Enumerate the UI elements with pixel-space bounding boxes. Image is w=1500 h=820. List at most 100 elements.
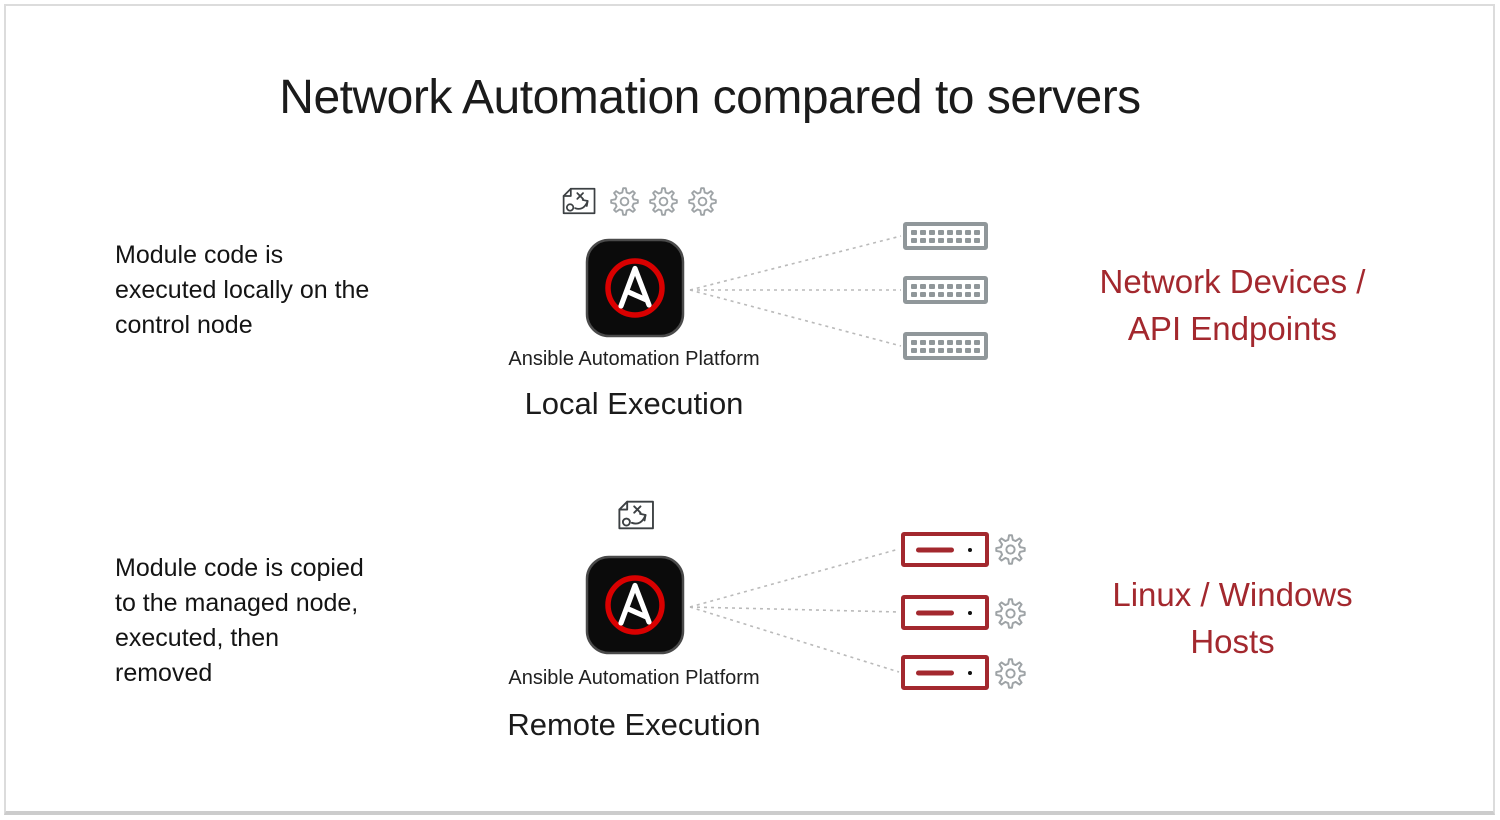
switch-port: [929, 229, 935, 235]
server-slot: [916, 670, 954, 675]
text-line: to the managed node,: [115, 589, 359, 617]
text-line: API Endpoints: [1127, 310, 1338, 347]
text-line: removed: [115, 659, 213, 687]
switch-port: [956, 291, 962, 297]
switch-port: [938, 339, 944, 345]
gear-icon: [649, 186, 678, 216]
text-line: Module code is: [115, 241, 284, 269]
playbook-icon: [618, 500, 654, 530]
switch-port: [920, 339, 926, 345]
switch-port-row: [911, 339, 980, 345]
switch-port: [947, 347, 953, 353]
network-switch-icon: [903, 222, 988, 250]
switch-port: [974, 229, 980, 235]
text-line: Module code is copied: [115, 554, 364, 582]
network-switch-icon: [903, 332, 988, 360]
gear-icon: [995, 658, 1026, 689]
switch-port: [947, 229, 953, 235]
switch-port: [911, 229, 917, 235]
switch-port: [929, 347, 935, 353]
server-led: [968, 670, 972, 675]
ansible-logo: [585, 555, 685, 655]
server-slot: [916, 547, 954, 552]
switch-port: [920, 291, 926, 297]
switch-port: [938, 347, 944, 353]
text-line: executed, then: [115, 624, 280, 652]
gear-icon: [995, 598, 1026, 629]
switch-port: [929, 237, 935, 243]
text-line: Network Devices /: [1099, 263, 1366, 300]
server-slot: [916, 610, 954, 615]
switch-port: [965, 339, 971, 345]
switch-port: [965, 291, 971, 297]
text-line: control node: [115, 311, 253, 339]
local-target-label: Network Devices / API Endpoints: [1040, 258, 1425, 352]
text-line: Hosts: [1190, 623, 1275, 660]
switch-port: [956, 229, 962, 235]
switch-port: [911, 347, 917, 353]
switch-port: [911, 283, 917, 289]
switch-port: [965, 347, 971, 353]
switch-port: [938, 229, 944, 235]
switch-port: [974, 347, 980, 353]
server-host-icon: [901, 532, 989, 567]
switch-port: [965, 283, 971, 289]
switch-port: [947, 237, 953, 243]
switch-port: [929, 283, 935, 289]
text-line: Linux / Windows: [1112, 576, 1353, 613]
remote-description: Module code is copied to the managed nod…: [115, 551, 364, 691]
switch-port-row: [911, 347, 980, 353]
switch-port: [911, 291, 917, 297]
ansible-logo: [585, 238, 685, 338]
switch-port: [929, 339, 935, 345]
switch-port: [920, 229, 926, 235]
switch-port: [947, 291, 953, 297]
local-execution-label: Local Execution: [524, 386, 744, 421]
switch-port: [938, 283, 944, 289]
switch-port: [965, 229, 971, 235]
slide-title: Network Automation compared to servers: [279, 71, 1141, 124]
switch-port: [974, 291, 980, 297]
remote-platform-label: Ansible Automation Platform: [508, 667, 760, 689]
server-host-icon: [901, 595, 989, 630]
switch-port: [920, 283, 926, 289]
remote-icon-row: [610, 495, 660, 540]
switch-port: [947, 339, 953, 345]
switch-port: [938, 237, 944, 243]
gear-icon: [688, 186, 717, 216]
switch-port-row: [911, 237, 980, 243]
switch-port: [956, 339, 962, 345]
local-platform-label: Ansible Automation Platform: [508, 348, 760, 370]
switch-port: [956, 347, 962, 353]
remote-target-label: Linux / Windows Hosts: [1040, 571, 1425, 665]
switch-port: [938, 291, 944, 297]
switch-port: [974, 237, 980, 243]
remote-execution-label: Remote Execution: [507, 707, 761, 742]
switch-port: [974, 283, 980, 289]
server-host-icon: [901, 655, 989, 690]
switch-port: [911, 339, 917, 345]
switch-port: [920, 237, 926, 243]
switch-port: [956, 283, 962, 289]
ansible-a-logo-icon: [585, 238, 685, 338]
switch-port-row: [911, 283, 980, 289]
playbook-icon: [562, 187, 596, 215]
switch-port: [974, 339, 980, 345]
server-led: [968, 610, 972, 615]
switch-port: [920, 347, 926, 353]
gear-icon: [610, 186, 639, 216]
switch-port: [947, 283, 953, 289]
ansible-a-logo-icon: [585, 555, 685, 655]
gear-icon: [995, 534, 1026, 565]
local-icon-row: [555, 183, 718, 219]
server-led: [968, 547, 972, 552]
switch-port-row: [911, 291, 980, 297]
switch-port: [929, 291, 935, 297]
switch-port: [911, 237, 917, 243]
switch-port: [956, 237, 962, 243]
local-description: Module code is executed locally on the c…: [115, 238, 369, 343]
switch-port-row: [911, 229, 980, 235]
network-switch-icon: [903, 276, 988, 304]
text-line: executed locally on the: [115, 276, 370, 304]
